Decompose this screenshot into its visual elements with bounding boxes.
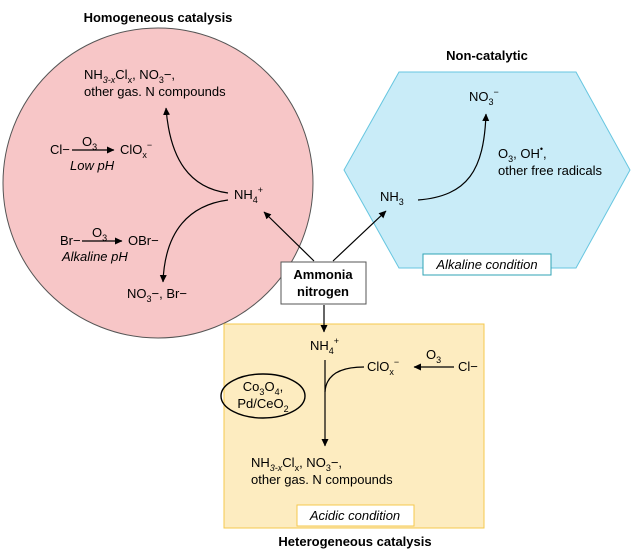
homogeneous-br-reactant: Br−	[60, 233, 81, 248]
noncatalytic-region	[343, 71, 631, 269]
homogeneous-br-product: OBr−	[128, 233, 159, 248]
homogeneous-upper-arrow	[163, 107, 229, 194]
heterogeneous-oxidant-product: ClOx−	[367, 357, 399, 377]
homogeneous-reactant: NH4+	[234, 185, 263, 205]
homogeneous-br-oxidant: O3	[92, 225, 107, 243]
noncatalytic-arrow	[417, 113, 490, 201]
homogeneous-region	[2, 27, 314, 339]
homogeneous-cl-condition: Low pH	[70, 158, 115, 173]
noncatalytic-product: NO3−	[469, 87, 499, 107]
homogeneous-cl-product: ClOx−	[120, 140, 152, 160]
homogeneous-cl-reactant: Cl−	[50, 142, 70, 157]
homogeneous-title: Homogeneous catalysis	[84, 10, 233, 25]
homogeneous-cl-oxidant: O3	[82, 134, 97, 152]
acidic-condition-box	[296, 504, 415, 527]
heterogeneous-reactant: NH4+	[310, 336, 339, 356]
noncatalytic-title: Non-catalytic	[446, 48, 528, 63]
heterogeneous-chloride: Cl−	[458, 359, 478, 374]
catalyst-line2: Pd/CeO2	[237, 396, 288, 414]
catalyst-ellipse	[220, 373, 306, 419]
ammonia-nitrogen-box	[280, 261, 367, 305]
homogeneous-br-condition: Alkaline pH	[61, 249, 128, 264]
heterogeneous-ozone: O3	[426, 347, 441, 365]
heterogeneous-product-line1: NH3-xClx, NO3−,	[251, 455, 342, 473]
catalyst-line1: Co3O4,	[243, 379, 283, 397]
noncatalytic-reactant: NH3	[380, 189, 404, 207]
homogeneous-lower-arrow	[159, 199, 229, 283]
heterogeneous-product-line2: other gas. N compounds	[251, 472, 393, 487]
alkaline-condition-label: Alkaline condition	[435, 257, 537, 272]
arrow-to-noncatalytic	[332, 210, 387, 262]
heterogeneous-title: Heterogeneous catalysis	[278, 534, 431, 549]
heterogeneous-region	[223, 323, 485, 529]
noncatalytic-oxidant-line1: O3, OH•,	[498, 144, 547, 164]
alkaline-condition-box	[422, 253, 552, 276]
homogeneous-product-line2: other gas. N compounds	[84, 84, 226, 99]
homogeneous-product-line1: NH3-xClx, NO3−,	[84, 67, 175, 85]
arrow-to-homogeneous	[263, 211, 315, 262]
acidic-condition-label: Acidic condition	[309, 508, 400, 523]
ammonia-label-line2: nitrogen	[297, 284, 349, 299]
homogeneous-bottom-product: NO3−, Br−	[127, 286, 187, 304]
heterogeneous-oxidant-curve	[324, 366, 365, 393]
noncatalytic-oxidant-line2: other free radicals	[498, 163, 603, 178]
ammonia-label-line1: Ammonia	[293, 267, 353, 282]
